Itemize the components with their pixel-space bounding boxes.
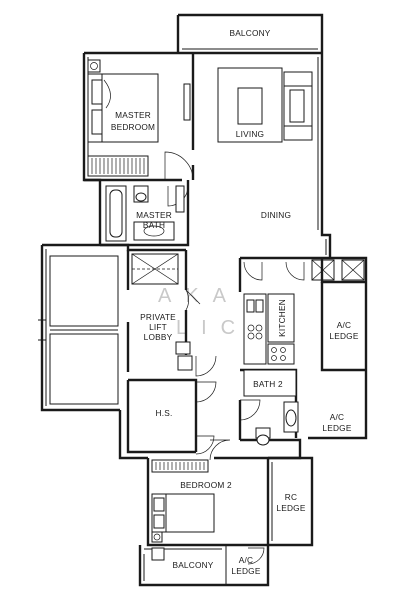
label-hs: H.S. — [156, 408, 173, 418]
label-ac-ledge-right-line2: LEDGE — [329, 331, 358, 341]
label-living: LIVING — [236, 129, 264, 139]
label-dining: DINING — [261, 210, 291, 220]
label-rc-ledge-line1: RC — [285, 492, 297, 502]
label-ac-ledge-lower-line1: A/C — [330, 412, 344, 422]
label-private-lift-line3: LOBBY — [144, 332, 173, 342]
label-master-bath-line2: BATH — [143, 220, 165, 230]
label-private-lift-line2: LIFT — [149, 322, 167, 332]
label-master-bedroom-line1: MASTER — [115, 110, 151, 120]
label-ac-ledge-right-line1: A/C — [337, 320, 351, 330]
label-ac-ledge-lower-line2: LEDGE — [322, 423, 351, 433]
label-ac-ledge-bottom-line2: LEDGE — [231, 566, 260, 576]
label-private-lift-line1: PRIVATE — [140, 312, 176, 322]
label-kitchen: KITCHEN — [277, 299, 287, 337]
label-bath2: BATH 2 — [253, 379, 283, 389]
room-labels: BALCONY MASTER BEDROOM LIVING DINING MAS… — [111, 28, 359, 576]
label-master-bedroom-line2: BEDROOM — [111, 122, 155, 132]
label-balcony-bottom: BALCONY — [172, 560, 213, 570]
label-balcony-top: BALCONY — [229, 28, 270, 38]
label-master-bath-line1: MASTER — [136, 210, 172, 220]
watermark-line-2: LICA — [176, 317, 276, 339]
furniture — [49, 59, 365, 565]
label-ac-ledge-bottom-line1: A/C — [239, 555, 253, 565]
label-bedroom2: BEDROOM 2 — [180, 480, 232, 490]
label-rc-ledge-line2: LEDGE — [276, 503, 305, 513]
watermark-line-1: AKA — [158, 285, 240, 307]
